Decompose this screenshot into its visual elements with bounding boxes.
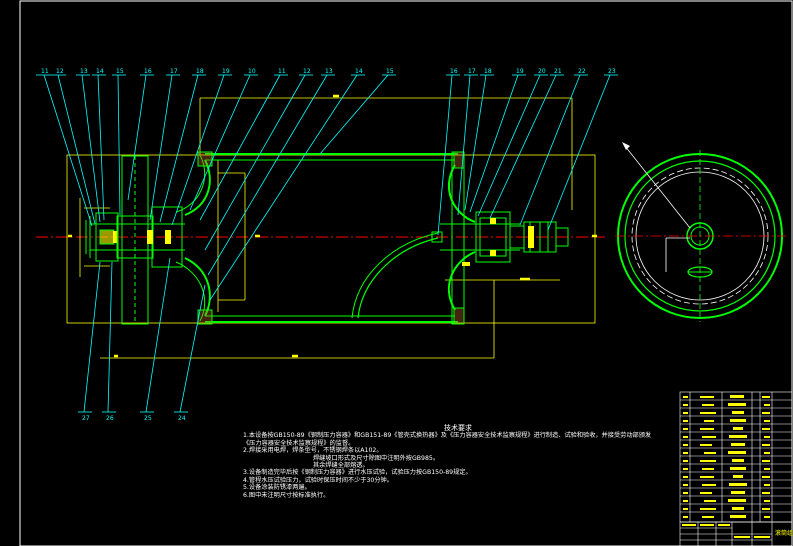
callout-label: 22 — [578, 68, 586, 75]
callout-label: 16 — [144, 68, 152, 75]
end-view — [615, 142, 786, 322]
parts-list — [679, 391, 793, 546]
note-line: 2.焊接采用电焊，焊条型号，不锈钢焊条以A102。 — [243, 447, 383, 455]
callout-label: 15 — [386, 68, 394, 75]
callout-label: 21 — [554, 68, 562, 75]
callout-label: 12 — [303, 68, 311, 75]
callout-leaders — [36, 74, 618, 413]
callout-label: 12 — [56, 68, 64, 75]
callout-label: 11 — [41, 68, 49, 75]
section-details — [113, 218, 534, 266]
note-line: 其余焊缝全部熔透。 — [313, 462, 369, 470]
note-line: 5.设备涂装防锈漆两遍。 — [243, 484, 311, 492]
note-line: 6.图中未注明尺寸按标准执行。 — [243, 491, 330, 499]
callout-label: 11 — [278, 68, 286, 75]
callout-label: 17 — [170, 68, 178, 75]
callout-label: 18 — [484, 68, 492, 75]
callout-label: 14 — [96, 68, 104, 75]
callout-label: 14 — [355, 68, 363, 75]
note-line: 3.设备制造完毕后按《钢制压力容器》进行水压试验，试验压力按GB150-89规定… — [243, 469, 472, 477]
callout-label: 17 — [468, 68, 476, 75]
callout-label: 10 — [248, 68, 256, 75]
drawing-frame — [19, 0, 793, 546]
callout-label: 24 — [178, 415, 186, 422]
callout-label: 20 — [538, 68, 546, 75]
note-line: 4.管程水压试验压力，试验时保压时间不少于30分钟。 — [243, 476, 393, 484]
technical-notes: 技术要求 1.本设备按GB150-89《钢制压力容器》和GB151-89《管壳式… — [243, 424, 653, 499]
callout-label: 13 — [325, 68, 333, 75]
callout-label: 19 — [222, 68, 230, 75]
dimension-lines — [66, 94, 597, 359]
notes-title: 技术要求 — [444, 424, 472, 432]
title-block-title: 滚筒组件 — [775, 529, 793, 537]
parts-list-text-marks — [682, 395, 770, 538]
note-line: 1.本设备按GB150-89《钢制压力容器》和GB151-89《管壳式换热器》及… — [243, 432, 652, 447]
callout-label: 13 — [80, 68, 88, 75]
callout-label: 15 — [116, 68, 124, 75]
callout-labels: 11 12 13 14 15 16 17 18 19 10 11 12 13 1… — [41, 68, 616, 422]
callout-label: 18 — [196, 68, 204, 75]
callout-label: 16 — [450, 68, 458, 75]
callout-label: 25 — [144, 415, 152, 422]
callout-label: 23 — [608, 68, 616, 75]
callout-label: 27 — [82, 415, 90, 422]
callout-label: 26 — [106, 415, 114, 422]
drum-assembly — [85, 151, 569, 325]
note-line: 焊缝坡口形式及尺寸除图中注明外按GB985。 — [313, 454, 440, 462]
callout-label: 19 — [516, 68, 524, 75]
